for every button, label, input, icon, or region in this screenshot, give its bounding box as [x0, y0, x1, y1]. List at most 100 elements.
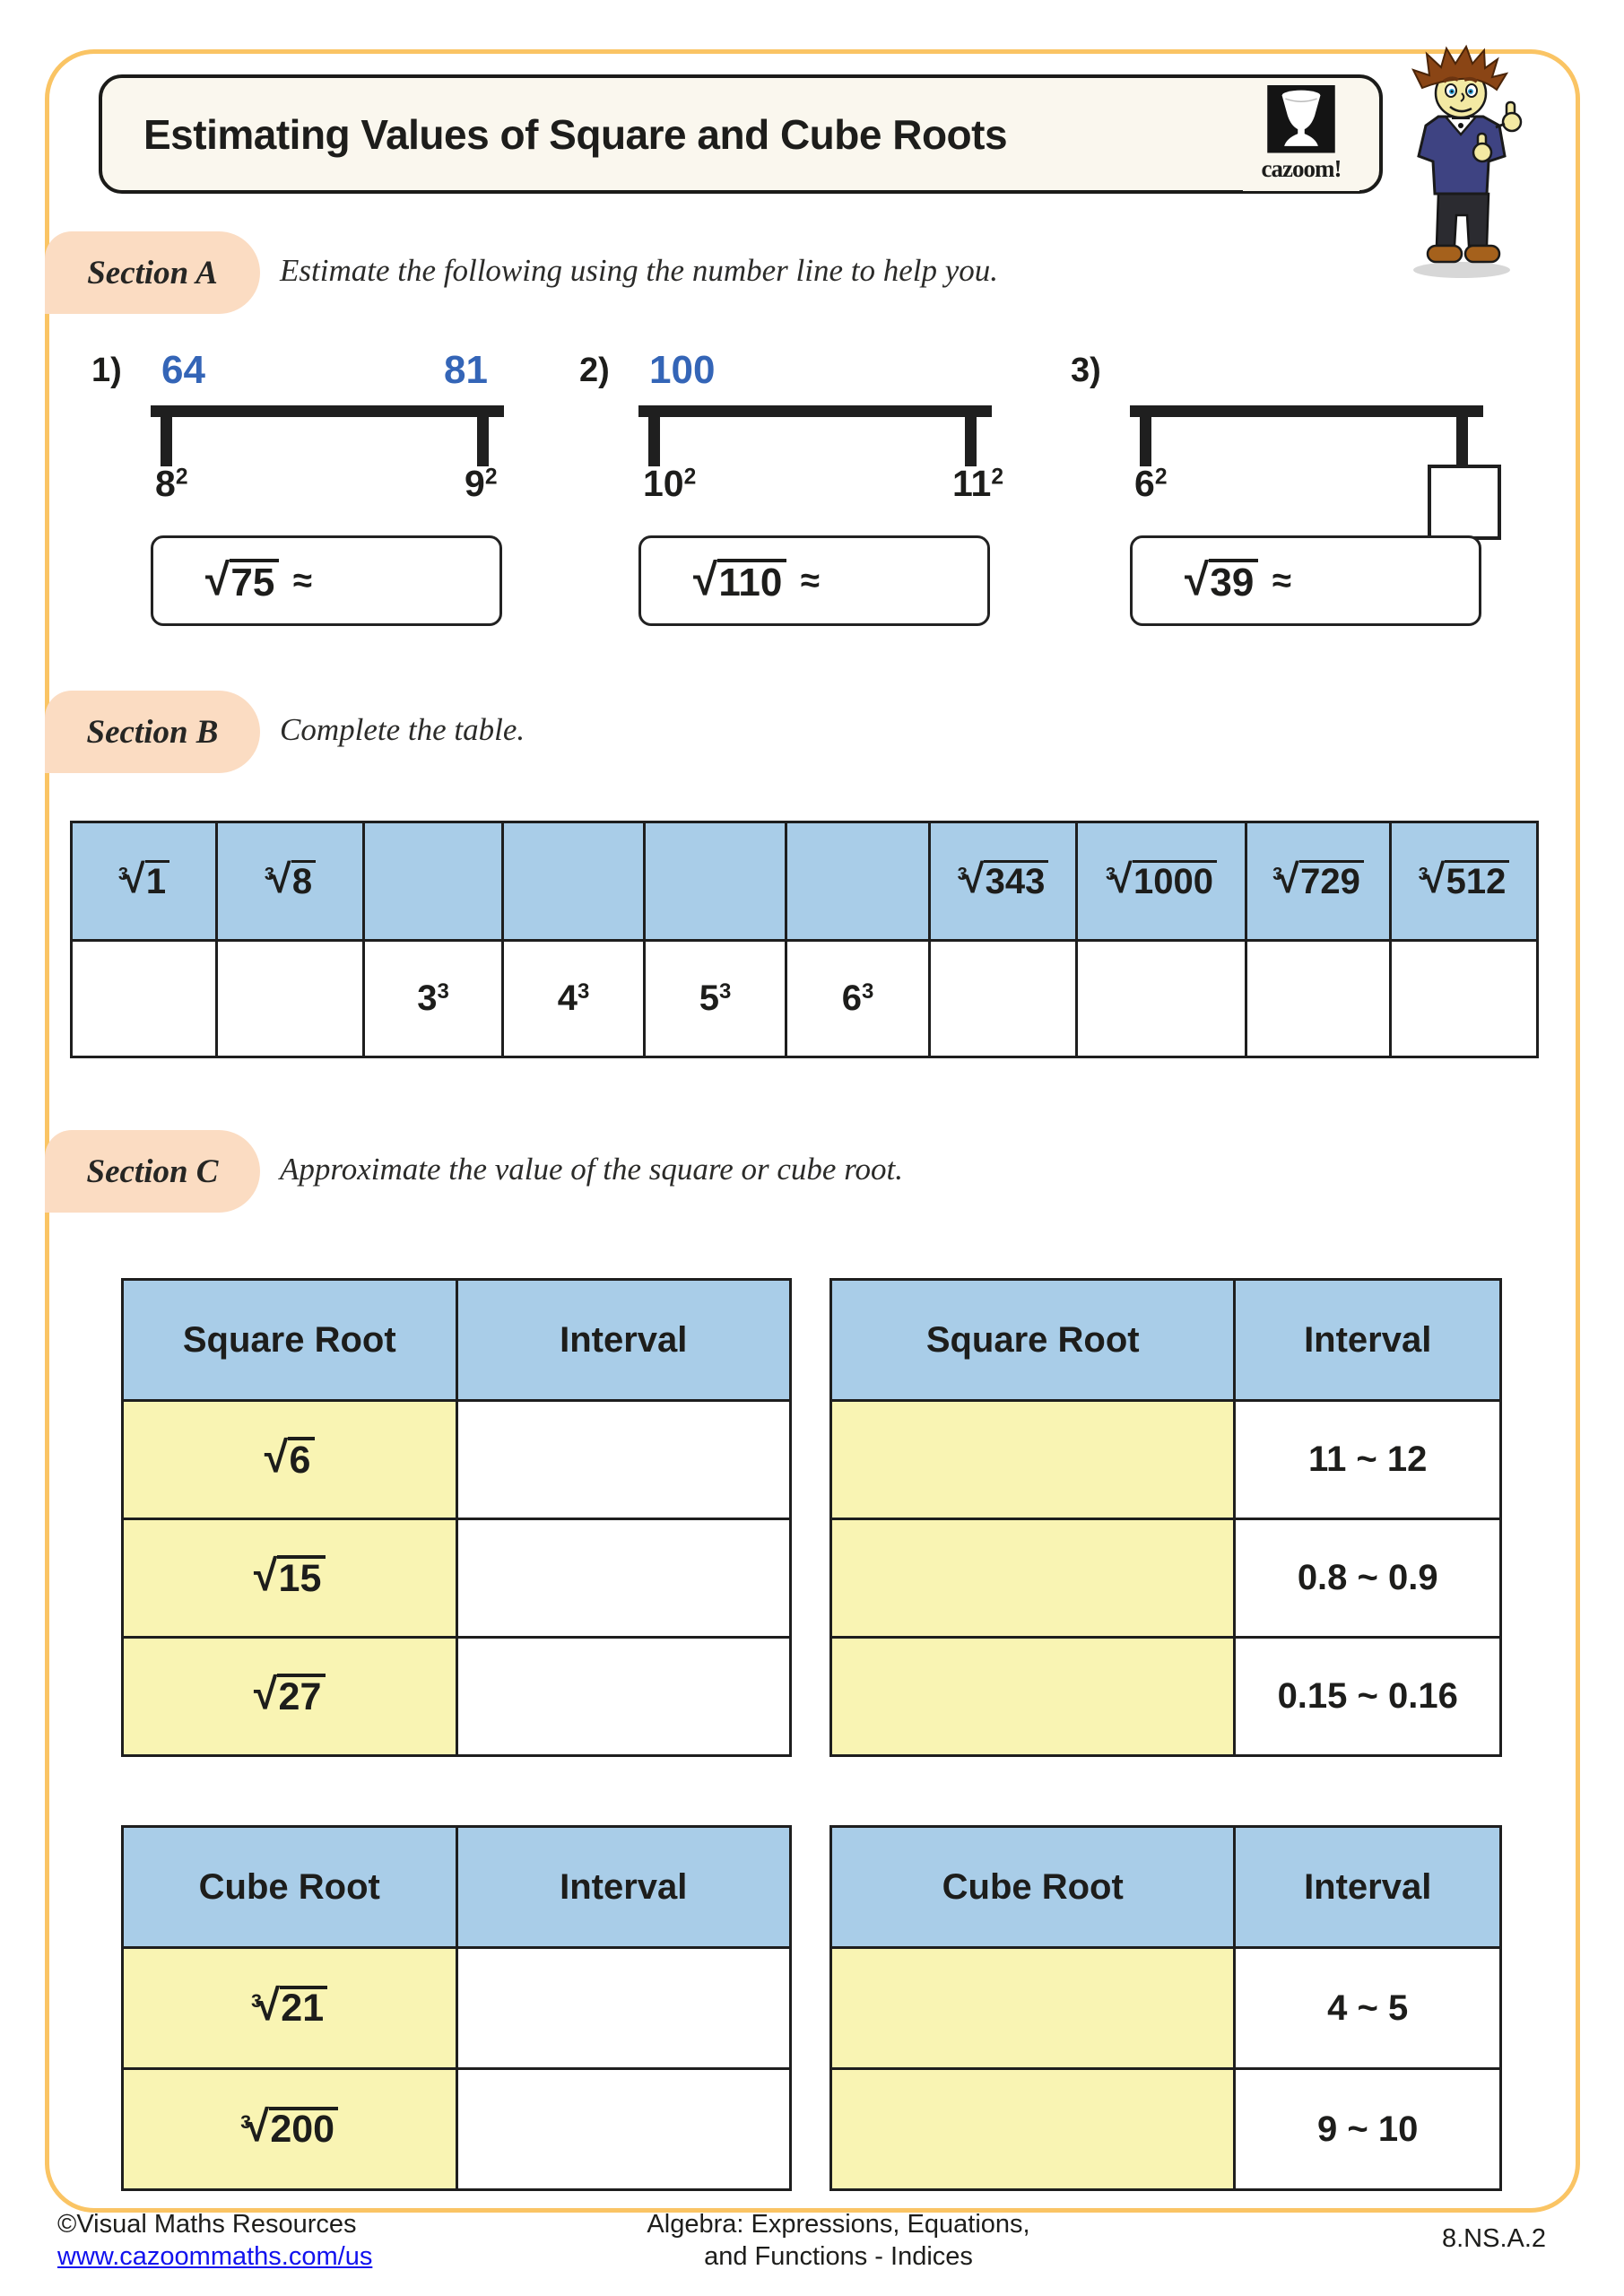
number-line-left-value: 100 [649, 348, 716, 392]
page-title: Estimating Values of Square and Cube Roo… [143, 110, 1008, 158]
square-root-expression: √6 [265, 1436, 315, 1480]
number-line-problem-1: 1) 64 81 82 92 √75 ≈ [91, 348, 504, 630]
mascot-character [1395, 43, 1532, 286]
left-square-label: 62 [1134, 463, 1168, 504]
problem-number: 1) [91, 352, 122, 389]
interval-value-cell: 4 ~ 5 [1233, 1946, 1502, 2070]
right-square-label: 112 [952, 463, 1004, 504]
cube-root-completion-table: 3√1 3√8 3√343 3√1000 3√729 3√512 33 43 53 63 [70, 821, 1539, 1058]
approx-symbol: ≈ [800, 561, 820, 600]
section-a-label: Section A [45, 231, 260, 314]
power-expression: 33 [417, 978, 449, 1018]
table-row: 0.8 ~ 0.9 [829, 1518, 1502, 1639]
power-cell: 63 [785, 939, 931, 1058]
estimate-answer-box: √75 ≈ [151, 535, 502, 626]
square-root-expression: √110 [693, 557, 786, 603]
interval-value-cell: 11 ~ 12 [1233, 1399, 1502, 1520]
empty-answer-cell [70, 939, 218, 1058]
number-line-left-value: 64 [161, 348, 205, 392]
empty-answer-cell [215, 939, 365, 1058]
empty-answer-cell [829, 2067, 1237, 2191]
number-line-right-tick [477, 405, 489, 466]
power-expression: 53 [699, 978, 732, 1018]
column-header: Square Root [829, 1278, 1237, 1402]
title-box: Estimating Values of Square and Cube Roo… [99, 74, 1383, 194]
root-expression-cell: √15 [121, 1518, 458, 1639]
left-square-label: 102 [643, 463, 697, 504]
approx-symbol: ≈ [292, 561, 312, 600]
root-expression-cell: √6 [121, 1399, 458, 1520]
table-row: 33 43 53 63 [70, 939, 1539, 1058]
section-a-instruction: Estimate the following using the number … [280, 253, 999, 288]
power-cell: 33 [362, 939, 504, 1058]
section-c-label-text: Section C [86, 1152, 219, 1190]
empty-answer-cell [829, 1636, 1237, 1757]
problem-number: 2) [579, 352, 610, 389]
cube-root-expression: 3√512 [1419, 859, 1510, 900]
website-link[interactable]: www.cazoommaths.com/us [57, 2242, 373, 2272]
power-expression: 43 [557, 978, 590, 1018]
root-expression-cell: 3√200 [121, 2067, 458, 2191]
table-row: 3√1 3√8 3√343 3√1000 3√729 3√512 [70, 821, 1539, 942]
table-row: 4 ~ 5 [829, 1946, 1502, 2070]
empty-answer-cell [455, 1636, 792, 1757]
power-expression: 63 [841, 978, 874, 1018]
approx-symbol: ≈ [1272, 561, 1291, 600]
root-expression-cell: 3√21 [121, 1946, 458, 2070]
empty-answer-cell [455, 1946, 792, 2070]
copyright-text: ©Visual Maths Resources [57, 2210, 357, 2239]
empty-answer-cell [455, 2067, 792, 2191]
page-border [45, 49, 1580, 2213]
number-line-left-tick [1140, 405, 1151, 466]
power-cell: 53 [643, 939, 787, 1058]
right-square-label: 92 [465, 463, 498, 504]
estimate-answer-box: √39 ≈ [1130, 535, 1481, 626]
estimate-answer-box: √110 ≈ [638, 535, 990, 626]
empty-answer-cell [928, 939, 1078, 1058]
cube-root-cell: 3√729 [1245, 821, 1392, 942]
table-row: √27 [121, 1636, 792, 1757]
section-b-instruction: Complete the table. [280, 712, 525, 747]
cube-root-expression: 3√1 [118, 859, 170, 900]
empty-answer-cell [643, 821, 787, 942]
cube-root-expression: 3√343 [958, 859, 1049, 900]
column-header: Interval [455, 1825, 792, 1949]
section-c-label: Section C [45, 1130, 260, 1213]
empty-answer-cell [455, 1399, 792, 1520]
number-line-problem-2: 2) 100 102 112 √110 ≈ [579, 348, 1003, 630]
cube-root-expression: 3√1000 [1106, 859, 1217, 900]
interval-value-cell: 0.8 ~ 0.9 [1233, 1518, 1502, 1639]
cube-root-expression: 3√729 [1272, 859, 1364, 900]
left-square-label: 82 [155, 463, 188, 504]
section-b-label: Section B [45, 691, 260, 773]
section-a-label-text: Section A [87, 254, 218, 291]
column-header: Interval [455, 1278, 792, 1402]
blank-answer-square [1428, 465, 1501, 540]
cube-root-cell: 3√1000 [1075, 821, 1247, 942]
problem-number: 3) [1071, 352, 1101, 389]
topic-line-1: Algebra: Expressions, Equations, [647, 2210, 1030, 2239]
square-root-expression: √15 [254, 1554, 326, 1598]
standard-code: 8.NS.A.2 [1442, 2224, 1547, 2253]
empty-answer-cell [501, 821, 646, 942]
cube-root-cell: 3√343 [928, 821, 1078, 942]
number-line-left-tick [161, 405, 172, 466]
table-row: 3√21 [121, 1946, 792, 2070]
cube-root-expression: 3√8 [265, 859, 317, 900]
section-c-instruction: Approximate the value of the square or c… [280, 1152, 903, 1187]
cube-root-cell: 3√512 [1389, 821, 1539, 942]
column-header: Cube Root [121, 1825, 458, 1949]
number-line-bar [1130, 405, 1483, 417]
square-root-expression: √27 [254, 1673, 326, 1717]
empty-answer-cell [1075, 939, 1247, 1058]
column-header: Interval [1233, 1825, 1502, 1949]
column-header: Cube Root [829, 1825, 1237, 1949]
